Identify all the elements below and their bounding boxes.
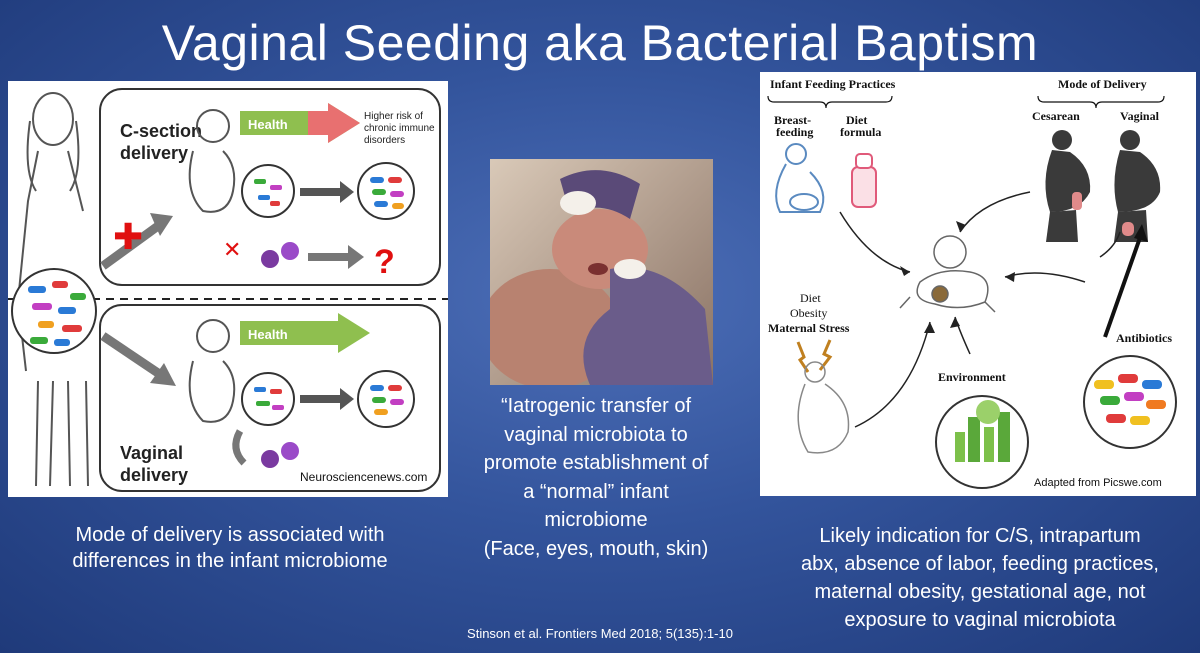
quote-line: a “normal” infant xyxy=(523,480,669,503)
pregnant-vaginal-icon xyxy=(1114,130,1161,242)
swab-quote: “Iatrogenic transfer of vaginal microbio… xyxy=(446,392,746,563)
environment-icon xyxy=(935,395,1029,489)
csection-frame xyxy=(99,88,441,286)
quote-line: promote establishment of xyxy=(483,452,709,474)
delivery-microbiome-figure: C-section delivery ✚ Health Health Highe… xyxy=(8,81,448,497)
microbe-icon xyxy=(261,250,279,268)
delivery-title: Mode of Delivery xyxy=(1058,77,1147,91)
environment-label: Environment xyxy=(938,370,1006,384)
infant-microbiome-csection xyxy=(241,164,295,218)
arrow-to-question xyxy=(308,253,348,261)
breastfeeding-icon xyxy=(775,143,825,213)
pills-icon xyxy=(1083,355,1177,449)
infant-microbiome-factors-figure: Infant Feeding Practices Breast- feeding… xyxy=(760,72,1196,496)
breastfeeding-label-1: Breast- xyxy=(774,113,811,127)
right-caption-line: abx, absence of labor, feeding practices… xyxy=(800,553,1159,575)
risk-label-1: Higher risk of xyxy=(364,111,423,122)
factors-diagram: Infant Feeding Practices Breast- feeding… xyxy=(767,77,1177,489)
crawling-baby-icon xyxy=(899,235,996,313)
vaginal-label-2: delivery xyxy=(120,465,188,485)
health-arrow-vaginal xyxy=(240,313,370,353)
left-caption-line: Mode of delivery is associated with xyxy=(75,524,385,546)
stressed-mother-icon xyxy=(796,339,850,454)
pregnant-cesarean-icon xyxy=(1045,130,1091,242)
maternal-stress-label: Maternal Stress xyxy=(768,321,850,335)
baby-bottle-icon xyxy=(851,153,877,208)
quote-line: microbiome xyxy=(544,509,648,531)
cesarean-label: Cesarean xyxy=(1032,109,1080,123)
delivery-diagram: C-section delivery ✚ Health Health Highe… xyxy=(8,88,448,492)
quote-line: (Face, eyes, mouth, skin) xyxy=(483,537,709,560)
formula-label-2: formula xyxy=(840,125,881,139)
quote-line: “Iatrogenic transfer of xyxy=(500,395,692,417)
csection-arrow xyxy=(100,222,161,270)
citation: Stinson et al. Frontiers Med 2018; 5(135… xyxy=(467,626,733,641)
csection-label-2: delivery xyxy=(120,143,188,163)
right-caption-line: exposure to vaginal microbiota xyxy=(844,609,1116,631)
left-caption-line: differences in the infant microbiome xyxy=(72,550,388,572)
vaginal-label-1: Vaginal xyxy=(120,443,183,463)
small-x-icon: ✕ xyxy=(223,237,241,262)
dashed-arrow-vaginal xyxy=(300,395,340,403)
risk-label-3: disorders xyxy=(364,135,405,146)
maternal-microbes xyxy=(28,281,86,346)
right-caption-line: maternal obesity, gestational age, not xyxy=(814,581,1146,603)
slide-title: Vaginal Seeding aka Bacterial Baptism xyxy=(161,15,1039,71)
formula-label-1: Diet xyxy=(846,113,867,127)
vaginal-frame xyxy=(99,304,441,492)
adult-microbiome-csection xyxy=(357,162,415,220)
obesity-label: Obesity xyxy=(790,306,827,320)
risk-label-2: chronic immune xyxy=(364,123,435,134)
antibiotics-label: Antibiotics xyxy=(1116,331,1172,345)
infant-microbiome-vaginal xyxy=(241,372,295,426)
vaginal-delivery-label: Vaginal xyxy=(1120,109,1160,123)
right-caption: Likely indication for C/S, intrapartum a… xyxy=(770,522,1190,634)
health-label-vaginal: Health xyxy=(248,327,288,342)
right-caption-line: Likely indication for C/S, intrapartum xyxy=(819,525,1141,547)
newborn-swab-photo xyxy=(490,159,713,385)
breastfeeding-label-2: feeding xyxy=(776,125,813,139)
left-caption: Mode of delivery is associated with diff… xyxy=(30,522,430,574)
dashed-arrow-csection xyxy=(300,188,340,196)
vaginal-arrow xyxy=(100,332,161,377)
adult-microbiome-vaginal xyxy=(357,370,415,428)
csection-label-1: C-section xyxy=(120,121,202,141)
health-label-csection: Health xyxy=(248,117,288,132)
quote-line: vaginal microbiota to xyxy=(504,423,688,446)
feeding-title: Infant Feeding Practices xyxy=(770,77,896,91)
photo-illustration xyxy=(490,159,713,385)
question-mark: ? xyxy=(374,243,395,281)
baby-icon-csection xyxy=(188,109,236,213)
baby-icon-vaginal xyxy=(188,319,236,423)
right-figure-source: Adapted from Picswe.com xyxy=(1034,477,1162,489)
red-x-icon: ✚ xyxy=(113,216,143,257)
influence-arrows xyxy=(839,191,1121,428)
mother-icon xyxy=(11,92,97,487)
left-figure-source: Neurosciencenews.com xyxy=(300,470,427,484)
diet-label: Diet xyxy=(800,291,821,305)
